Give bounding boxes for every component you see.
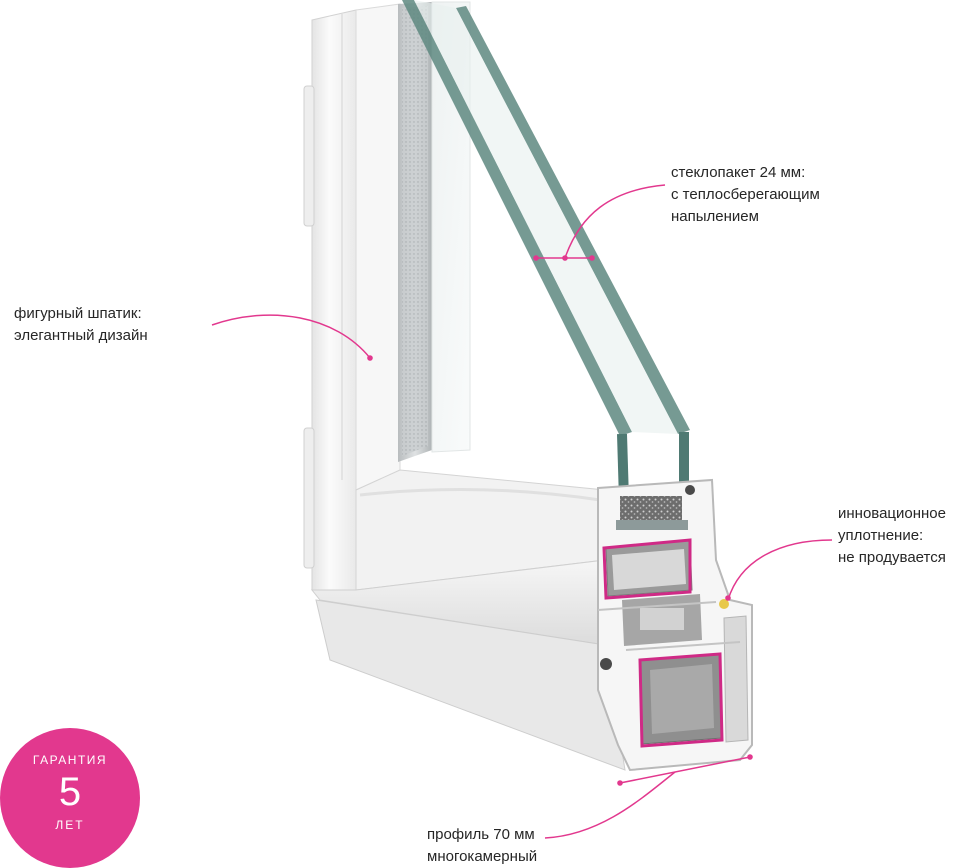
warranty-badge: ГАРАНТИЯ 5 ЛЕТ: [0, 728, 140, 868]
warranty-badge-bottom: ЛЕТ: [55, 818, 85, 832]
callout-glazing-bead-line2: элегантный дизайн: [14, 327, 148, 344]
profile-cross-section: [597, 478, 753, 772]
callout-glass-unit-line2: с теплосберегающим: [671, 186, 820, 203]
double-glazing: [402, 0, 690, 501]
callout-glazing-bead: фигурный шпатик: элегантный дизайн: [14, 303, 148, 347]
callout-leaders: [211, 184, 833, 839]
callout-glazing-bead-line1: фигурный шпатик:: [14, 305, 142, 322]
callout-seal-line1: инновационное: [838, 505, 946, 522]
vertical-frame: [303, 3, 401, 601]
callout-seal: инновационное уплотнение: не продувается: [838, 503, 946, 569]
callout-dots: [367, 255, 753, 786]
callout-seal-line2: уплотнение:: [838, 527, 924, 544]
callout-profile-line1: профиль 70 мм: [427, 826, 535, 843]
glass-spacer: [398, 2, 432, 462]
warranty-badge-number: 5: [58, 770, 82, 814]
callout-glass-unit: стеклопакет 24 мм: с теплосберегающим на…: [671, 162, 820, 228]
horizontal-frame: [310, 469, 626, 771]
callout-glass-unit-line1: стеклопакет 24 мм:: [671, 164, 806, 181]
callout-profile-line2: многокамерный: [427, 848, 538, 865]
callout-glass-unit-line3: напылением: [671, 208, 759, 225]
callout-seal-line3: не продувается: [838, 549, 946, 566]
callout-profile: профиль 70 мм многокамерный: [427, 824, 537, 868]
warranty-badge-top: ГАРАНТИЯ: [32, 753, 108, 767]
